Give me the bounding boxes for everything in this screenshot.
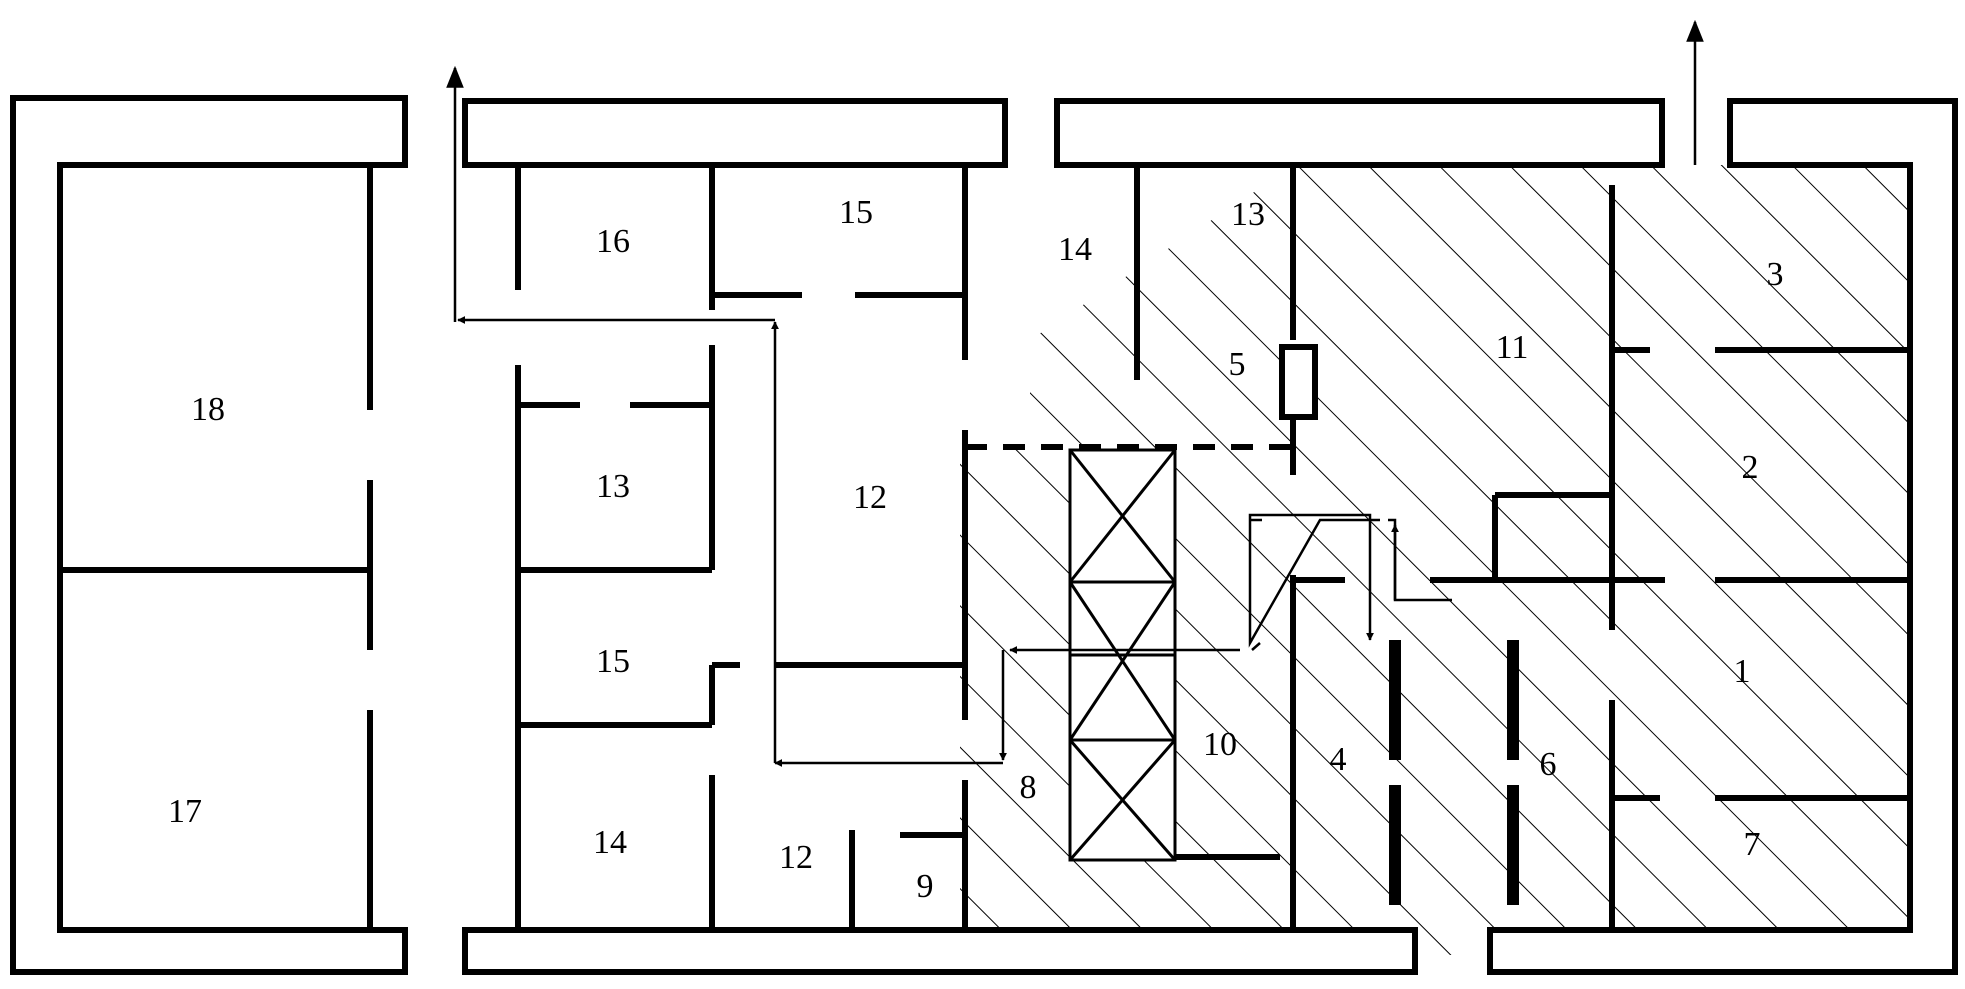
- room-labels: 1 2 3 4 5 6 7 8 9 10 11 12 12 13 13 14 1…: [168, 194, 1784, 905]
- interior-walls: [60, 165, 1910, 930]
- hatched-zone-upper-corridor: [1030, 165, 1295, 450]
- label-room-14-upper: 14: [1058, 231, 1092, 268]
- label-room-5: 5: [1229, 346, 1246, 383]
- label-room-17: 17: [168, 793, 202, 830]
- label-room-18: 18: [191, 391, 225, 428]
- escape-route: [446, 19, 1704, 767]
- label-room-11: 11: [1496, 329, 1529, 366]
- label-room-15-left: 15: [596, 643, 630, 680]
- label-room-7: 7: [1744, 826, 1761, 863]
- label-room-10: 10: [1203, 726, 1237, 763]
- label-room-12-upper: 12: [853, 479, 887, 516]
- top-wall-right: [1054, 98, 1665, 168]
- label-room-14-lower: 14: [593, 824, 627, 861]
- label-room-4: 4: [1330, 741, 1347, 778]
- label-room-2: 2: [1742, 449, 1759, 486]
- hatched-zone: [960, 165, 1910, 955]
- label-room-13-left: 13: [596, 468, 630, 505]
- label-room-8: 8: [1020, 769, 1037, 806]
- label-room-13-upper: 13: [1231, 196, 1265, 233]
- top-wall-left: [462, 98, 1008, 168]
- hatched-zone-right: [960, 165, 1910, 955]
- component-5-box: [1279, 344, 1318, 420]
- bottom-wall-middle: [462, 927, 1418, 975]
- label-room-16: 16: [596, 223, 630, 260]
- left-building-wall: [10, 95, 408, 975]
- right-building-wall: [1487, 98, 1958, 975]
- label-room-9: 9: [917, 868, 934, 905]
- label-room-12-lower: 12: [779, 839, 813, 876]
- label-room-3: 3: [1767, 256, 1784, 293]
- outer-walls: [10, 95, 1958, 975]
- label-room-15-upper: 15: [839, 194, 873, 231]
- label-room-6: 6: [1540, 746, 1557, 783]
- barriers: [1389, 640, 1519, 905]
- cross-braced-frame: [1068, 448, 1177, 862]
- label-room-1: 1: [1734, 653, 1751, 690]
